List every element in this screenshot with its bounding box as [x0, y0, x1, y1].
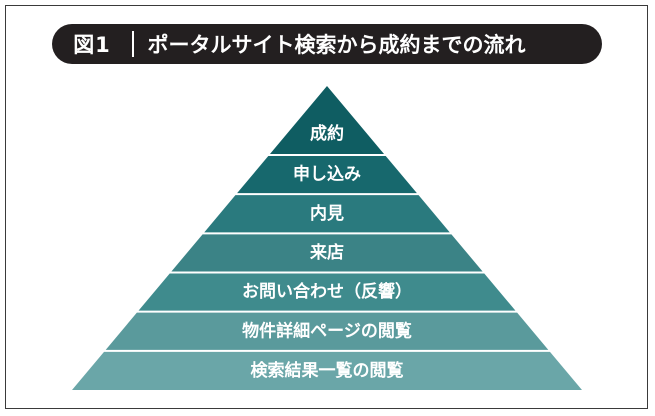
pyramid-tier-2	[237, 156, 417, 194]
pyramid-tier-label-4: 来店	[309, 242, 344, 263]
pyramid-tier-label-6: 物件詳細ページの閲覧	[242, 320, 412, 341]
pyramid-tier-4	[171, 234, 483, 272]
pyramid-tier-7	[72, 351, 582, 390]
figure-title: ポータルサイト検索から成約までの流れ	[147, 33, 526, 57]
pyramid-tier-1	[269, 86, 385, 154]
pyramid-tier-label-3: 内見	[310, 203, 344, 224]
figure-title-bar: 図1 ポータルサイト検索から成約までの流れ	[52, 24, 602, 64]
pyramid-tier-label-2: 申し込み	[293, 164, 361, 185]
pyramid-tier-3	[204, 195, 450, 233]
pyramid-tier-label-7: 検索結果一覧の閲覧	[251, 360, 404, 381]
pyramid-tier-6	[105, 312, 549, 350]
pyramid-tier-label-1: 成約	[310, 123, 344, 144]
title-divider	[132, 31, 134, 57]
pyramid-tier-5	[138, 273, 516, 311]
figure-label: 図1	[73, 33, 111, 57]
pyramid-tier-label-5: お問い合わせ（反響）	[242, 281, 412, 302]
